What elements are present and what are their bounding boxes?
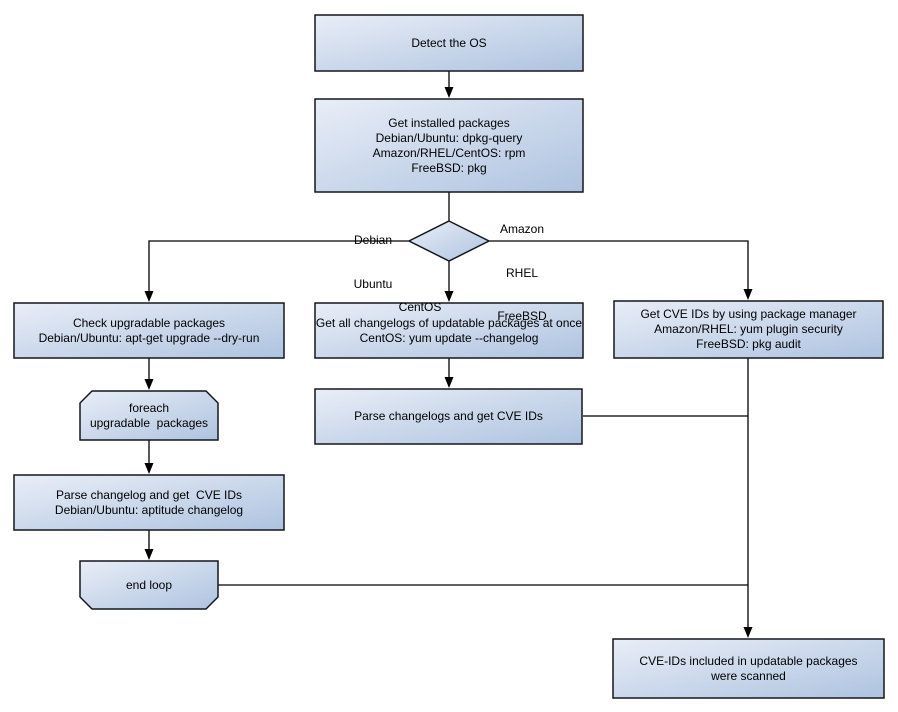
arrowhead [444,87,454,98]
node-shapes [13,14,885,699]
arrowhead [444,291,454,302]
edge-label-line: Debian [353,233,393,247]
node-shape-end-loop [79,560,219,610]
node-shape-detect-os [314,14,584,72]
node-shape-os-decision-diamond [407,220,491,262]
connector-lines [148,71,749,631]
arrowhead [144,549,154,560]
edge-label-line: RHEL [505,265,538,280]
edge-label-line: FreeBSD [497,309,547,323]
edge-decision-to-check-upgradable [148,240,409,295]
node-shape-foreach-loop [79,390,219,441]
node-shape-get-installed-packages [314,98,584,193]
node-shape-scan-result [612,638,885,699]
node-shape-get-all-changelogs [314,302,584,359]
edge-label-line: CentOS [398,300,442,314]
arrowhead [144,379,154,390]
edge-label-line: Ubuntu [353,276,393,291]
node-shape-check-upgradable [13,302,285,359]
edge-decision-to-get-cve [489,240,749,293]
edge-label-line: Amazon [499,222,545,236]
arrowhead [144,291,154,302]
arrowhead [144,463,154,474]
node-shape-get-cve-pkg-mgr [613,300,884,359]
connector-arrowheads [144,87,753,638]
arrowhead [743,627,753,638]
edge-label-centos: CentOS [395,271,445,344]
edge-label-amazon-rhel-freebsd: Amazon RHEL FreeBSD [472,193,572,353]
arrowhead [743,289,753,300]
edge-label-debian-ubuntu: Debian Ubuntu [323,204,423,320]
arrowhead [444,377,454,388]
node-shape-parse-changelog-deb [13,474,285,531]
node-shape-parse-changelogs-centos [314,388,583,445]
